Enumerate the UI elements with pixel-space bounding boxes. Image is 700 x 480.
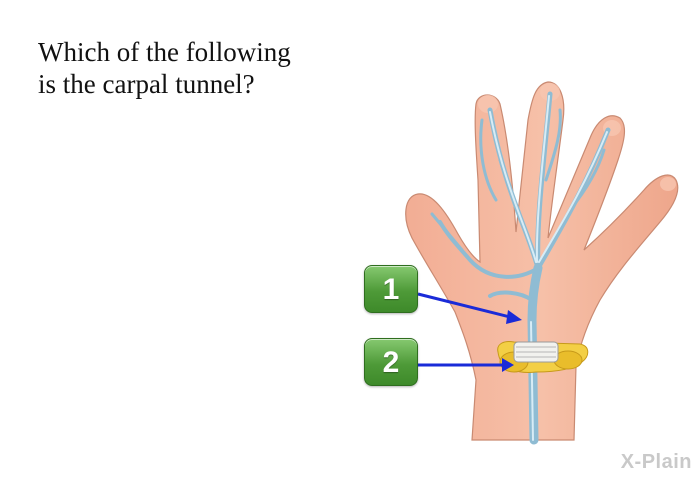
ligament-lines bbox=[516, 346, 556, 358]
carpal-bones bbox=[497, 341, 589, 373]
finger-tip bbox=[660, 177, 676, 191]
choice-1-button[interactable]: 1 bbox=[364, 265, 418, 313]
arrow-1 bbox=[417, 292, 522, 324]
arrow-2 bbox=[418, 358, 514, 372]
question-text: Which of the following is the carpal tun… bbox=[38, 36, 291, 100]
xplain-logo: X-Plain bbox=[620, 451, 692, 473]
question-line-1: Which of the following bbox=[38, 37, 291, 67]
finger-tip bbox=[478, 95, 498, 113]
question-line-2: is the carpal tunnel? bbox=[38, 69, 255, 99]
choice-2-button[interactable]: 2 bbox=[364, 338, 418, 386]
hand-illustration bbox=[405, 81, 679, 445]
